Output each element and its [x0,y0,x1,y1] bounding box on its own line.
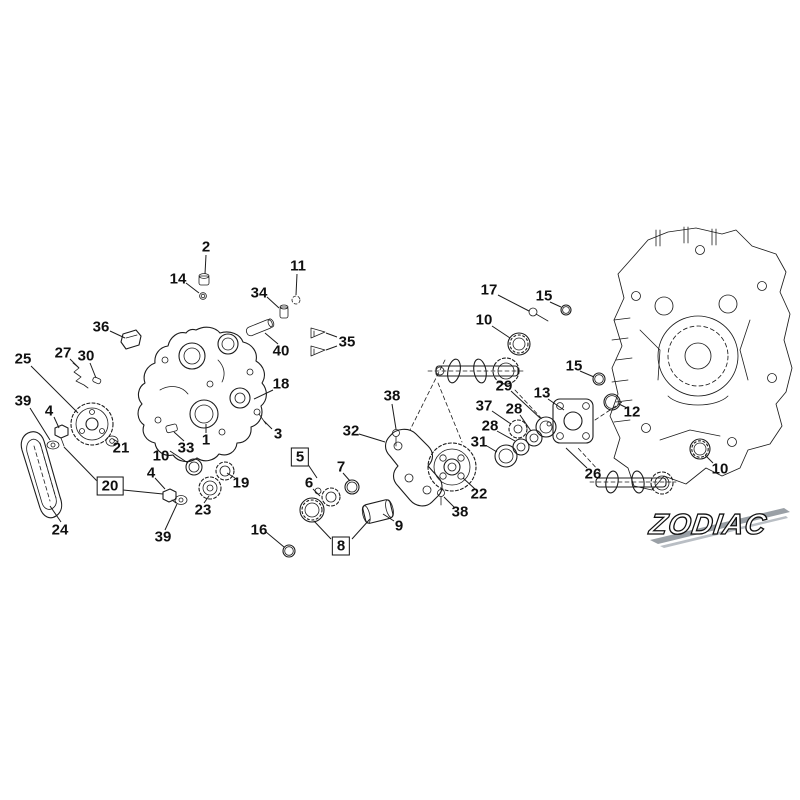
callout-10: 10 [152,447,170,465]
callout-4: 4 [146,464,156,482]
bracket-36 [120,329,142,350]
callout-20: 20 [96,476,124,496]
callout-7: 7 [336,458,346,476]
callout-11: 11 [290,257,306,275]
oring-16 [282,544,296,558]
right-fasteners [507,304,711,460]
alignment-lines [409,359,623,473]
logo-swoosh [650,508,790,544]
cam-sprocket [70,402,119,447]
callout-39: 39 [154,528,172,546]
callout-27: 27 [54,344,72,362]
callout-13: 13 [533,384,551,402]
logo-text: ZODIAC [646,509,769,541]
plate-gears [185,458,235,500]
pump-drive-cluster [299,479,394,524]
logo-swoosh-thin [660,516,788,548]
callout-21: 21 [112,439,130,457]
callout-6: 6 [304,474,314,492]
callout-34: 34 [250,284,268,302]
callout-1: 1 [201,431,211,449]
callout-40: 40 [272,342,290,360]
callout-28: 28 [481,417,499,435]
callout-5: 5 [290,447,310,467]
callout-28: 28 [505,400,523,418]
callout-8: 8 [331,536,351,556]
callout-32: 32 [342,422,360,440]
crankcase [609,226,793,491]
callout-19: 19 [232,474,250,492]
bolt-washer-group [46,424,188,505]
leader-lines [29,254,714,548]
callout-15: 15 [535,287,553,305]
callout-31: 31 [470,433,488,451]
callout-14: 14 [169,270,187,288]
callout-30: 30 [77,347,95,365]
callout-23: 23 [194,501,212,519]
camshaft-upper [427,357,527,385]
callout-33: 33 [177,439,195,457]
cam-support-plate [137,326,267,463]
callout-39: 39 [14,392,32,410]
callout-16: 16 [250,521,268,539]
callout-25: 25 [14,350,32,368]
callout-17: 17 [480,281,498,299]
callout-37: 37 [475,397,493,415]
callout-38: 38 [451,503,469,521]
callout-10: 10 [475,311,493,329]
callout-2: 2 [201,238,211,256]
zodiac-logo-art: ZODIAC [646,508,790,548]
callout-36: 36 [92,318,110,336]
callout-15: 15 [565,357,583,375]
callout-18: 18 [272,375,290,393]
pump-sprocket [427,442,477,492]
callout-12: 12 [623,403,641,421]
retainer-plate [384,428,445,507]
zodiac-logo: ZODIAC [646,494,794,554]
callout-10: 10 [711,460,729,478]
callout-4: 4 [44,402,54,420]
callout-38: 38 [383,387,401,405]
callout-24: 24 [51,521,69,539]
callout-22: 22 [470,485,488,503]
callout-35: 35 [338,333,356,351]
callout-9: 9 [394,517,404,535]
callout-29: 29 [495,377,513,395]
callout-3: 3 [273,425,283,443]
small-top-parts [165,273,326,434]
callout-26: 26 [584,465,602,483]
cam-chain [20,431,63,519]
